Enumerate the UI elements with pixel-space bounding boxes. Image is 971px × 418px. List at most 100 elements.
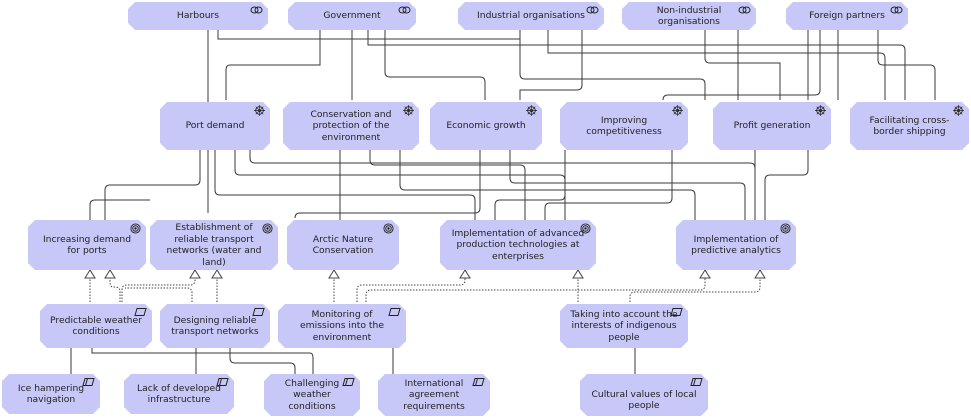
connector[interactable] (249, 150, 756, 220)
goal-icon (130, 223, 141, 234)
realization-connector[interactable] (121, 278, 196, 302)
connector[interactable] (89, 199, 150, 220)
stakeholder-industrial-organisations[interactable]: Industrial organisations (458, 2, 604, 30)
stakeholder-non-industrial-organisations[interactable]: Non-industrial organisations (622, 2, 756, 30)
node-label: Conservation and protection of the envir… (310, 108, 392, 143)
goal-icon (262, 223, 273, 234)
requirement-designing-reliable-transport-networks[interactable]: Designing reliable transport networks (160, 304, 270, 348)
connector[interactable] (662, 30, 821, 101)
node-label: Establishment of reliable transport netw… (166, 222, 262, 268)
realization-arrowhead (754, 269, 766, 279)
stakeholder-icon (398, 5, 411, 15)
connector[interactable] (519, 30, 583, 100)
realization-arrowhead (104, 269, 116, 279)
driver-facilitating-cross-border-shipping[interactable]: Facilitating cross-border shipping (850, 102, 969, 150)
goal-icon (780, 223, 791, 234)
driver-icon (254, 105, 265, 116)
driver-improving-competitiveness[interactable]: Improving competitiveness (560, 102, 688, 150)
requirement-monitoring-emissions[interactable]: Monitoring of emissions into the environ… (278, 304, 406, 348)
connector[interactable] (104, 150, 201, 220)
connector[interactable] (214, 150, 476, 220)
node-label: Taking into account the interests of ind… (570, 308, 678, 343)
constraint-icon (82, 377, 95, 387)
connector[interactable] (217, 30, 520, 40)
constraint-icon (690, 377, 703, 387)
constraint-challenging-weather-conditions[interactable]: Challenging weather conditions (264, 374, 360, 416)
realization-arrowhead (572, 269, 584, 279)
realization-arrowhead (84, 269, 96, 279)
node-label: Predictable weather conditions (50, 314, 142, 337)
goal-icon (580, 223, 591, 234)
realization-connector[interactable] (125, 287, 193, 302)
goal-establishment-reliable-transport-networks[interactable]: Establishment of reliable transport netw… (150, 220, 278, 270)
realization-arrowhead (328, 269, 340, 279)
constraint-lack-of-developed-infrastructure[interactable]: Lack of developed infrastructure (124, 374, 234, 414)
stakeholder-foreign-partners[interactable]: Foreign partners (786, 2, 908, 30)
realization-arrowhead (459, 269, 471, 279)
goal-advanced-production-technologies[interactable]: Implementation of advanced production te… (440, 220, 596, 270)
connector[interactable] (399, 150, 696, 220)
node-label: Government (323, 10, 381, 22)
goal-arctic-nature-conservation[interactable]: Arctic Nature Conservation (287, 220, 399, 270)
connector[interactable] (229, 346, 296, 374)
requirement-interests-of-indigenous-people[interactable]: Taking into account the interests of ind… (560, 304, 688, 348)
connector[interactable] (877, 30, 936, 100)
constraint-cultural-values-of-local-people[interactable]: Cultural values of local people (580, 374, 708, 416)
stakeholder-government[interactable]: Government (288, 2, 416, 30)
connector[interactable] (91, 346, 314, 374)
connector[interactable] (225, 30, 321, 100)
goal-icon (383, 223, 394, 234)
constraint-international-agreement-requirements[interactable]: International agreement requirements (378, 374, 490, 416)
node-label: Harbours (176, 10, 220, 22)
connector[interactable] (369, 150, 526, 220)
node-label: Profit generation (733, 120, 811, 132)
driver-port-demand[interactable]: Port demand (160, 102, 270, 150)
requirement-icon (388, 307, 401, 317)
driver-economic-growth[interactable]: Economic growth (430, 102, 542, 150)
node-label: Increasing demand for ports (42, 233, 132, 256)
node-label: Ice hampering navigation (17, 382, 85, 405)
connector[interactable] (367, 30, 906, 100)
node-label: International agreement requirements (403, 377, 465, 412)
constraint-ice-hampering-navigation[interactable]: Ice hampering navigation (2, 374, 100, 414)
driver-profit-generation[interactable]: Profit generation (713, 102, 831, 150)
driver-icon (672, 105, 683, 116)
realization-connector[interactable] (356, 278, 466, 302)
connector[interactable] (294, 150, 481, 219)
constraint-icon (472, 377, 485, 387)
connector[interactable] (509, 150, 746, 220)
connector[interactable] (519, 30, 706, 100)
requirement-icon (252, 307, 265, 317)
constraint-icon (216, 377, 229, 387)
stakeholder-icon (738, 5, 751, 15)
connector[interactable] (494, 150, 566, 220)
driver-icon (815, 105, 826, 116)
requirement-icon (134, 307, 147, 317)
node-label: Arctic Nature Conservation (312, 233, 374, 256)
requirement-predictable-weather-conditions[interactable]: Predictable weather conditions (40, 304, 152, 348)
node-label: Foreign partners (809, 10, 885, 22)
node-label: Non-industrial organisations (656, 4, 722, 27)
connector[interactable] (384, 30, 486, 100)
node-label: Monitoring of emissions into the environ… (299, 308, 385, 343)
realization-connector[interactable] (629, 278, 761, 302)
connector[interactable] (544, 150, 673, 220)
connector[interactable] (704, 30, 781, 100)
requirement-icon (670, 307, 683, 317)
driver-conservation-protection-environment[interactable]: Conservation and protection of the envir… (283, 102, 419, 150)
connector[interactable] (764, 150, 809, 220)
realization-connector[interactable] (109, 278, 121, 302)
goal-increasing-demand-for-ports[interactable]: Increasing demand for ports (28, 220, 146, 270)
realization-connector[interactable] (365, 278, 706, 302)
node-label: Cultural values of local people (591, 388, 697, 411)
node-label: Implementation of advanced production te… (451, 227, 585, 262)
node-label: Port demand (185, 120, 245, 132)
driver-icon (953, 105, 964, 116)
node-label: Challenging weather conditions (284, 377, 340, 412)
connector[interactable] (547, 30, 886, 100)
node-label: Industrial organisations (477, 10, 585, 22)
stakeholder-harbours[interactable]: Harbours (128, 2, 268, 30)
node-label: Implementation of predictive analytics (691, 233, 781, 256)
goal-predictive-analytics[interactable]: Implementation of predictive analytics (676, 220, 796, 270)
